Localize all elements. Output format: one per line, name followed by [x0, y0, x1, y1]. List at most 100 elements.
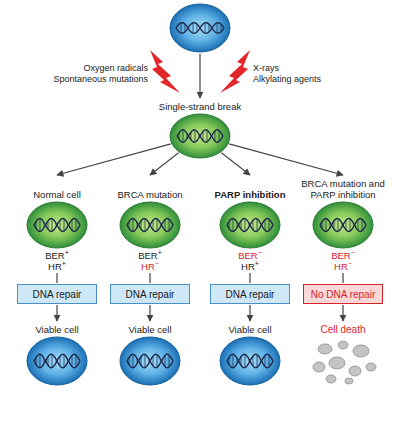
- dna-rungs: [322, 219, 366, 232]
- cell: Single-strand break: [145, 100, 255, 160]
- cell-fragment: [329, 357, 345, 369]
- cell-icon: [25, 200, 89, 250]
- repair-status: HR+: [241, 261, 259, 272]
- dna-rungs: [129, 354, 173, 367]
- dna-strand: [227, 219, 273, 232]
- connector: [57, 144, 171, 175]
- dna-strand: [227, 354, 273, 367]
- dna-strand: [34, 219, 80, 232]
- repair-status: HR−: [141, 261, 159, 272]
- status-sign: −: [155, 260, 159, 267]
- connector: [249, 305, 250, 321]
- connector: [249, 273, 250, 283]
- connector: [56, 305, 57, 321]
- repair-status: HR+: [48, 261, 66, 272]
- dna-rungs: [229, 354, 273, 367]
- cell-heading: Viable cell: [208, 322, 292, 335]
- dna-rungs: [179, 130, 223, 142]
- dna-strand: [320, 219, 366, 232]
- status-sign: +: [255, 260, 259, 267]
- cell-heading: Single-strand break: [145, 100, 255, 112]
- dna-strand: [127, 354, 173, 367]
- connector: [149, 273, 150, 283]
- box-label: DNA repair: [226, 289, 275, 300]
- cell-heading: PARP inhibition: [204, 176, 296, 200]
- cause-label: Alkylating agents: [253, 74, 371, 85]
- connector: [229, 144, 343, 175]
- cell-heading: Cell death: [301, 322, 385, 335]
- connector: [221, 153, 250, 175]
- dna-strand: [127, 219, 173, 232]
- status-sign: −: [348, 260, 352, 267]
- cause-label: X-rays: [253, 63, 371, 74]
- cell-icon: [118, 200, 182, 250]
- cell-body: [220, 337, 280, 385]
- dna-strand: [227, 354, 273, 367]
- cell-heading: BRCA mutation and PARP inhibition: [297, 176, 389, 200]
- dna-strand: [127, 219, 173, 232]
- box-label: No DNA repair: [311, 289, 375, 300]
- cell-fragment: [349, 366, 361, 376]
- repair-status: HR−: [334, 261, 352, 272]
- cell: BRCA mutationBER+HR−: [104, 176, 196, 272]
- process-box: DNA repair: [210, 284, 290, 304]
- cell-body: [170, 114, 230, 158]
- cell-body: [120, 202, 180, 248]
- cell-icon: [218, 200, 282, 250]
- dna-strand: [176, 23, 224, 34]
- connector: [342, 273, 343, 283]
- cell-fragment: [313, 362, 325, 372]
- cell-icon: [168, 112, 232, 160]
- cell-icon: [25, 335, 89, 387]
- lightning-bolt: [150, 50, 180, 93]
- cell-heading: Normal cell: [11, 176, 103, 200]
- box-label: DNA repair: [33, 289, 82, 300]
- process-box: DNA repair: [17, 284, 97, 304]
- connector: [149, 305, 150, 321]
- dna-strand: [34, 354, 80, 367]
- cell-fragment: [353, 345, 369, 357]
- lightning-bolt: [220, 50, 250, 93]
- cell-icon: [218, 335, 282, 387]
- cell-heading: Viable cell: [15, 322, 99, 335]
- cell-body: [27, 202, 87, 248]
- repair-status: BER+: [138, 250, 162, 261]
- cell-heading: BRCA mutation: [104, 176, 196, 200]
- dna-rungs: [36, 219, 80, 232]
- dna-rungs: [229, 219, 273, 232]
- dna-strand: [177, 130, 223, 142]
- cell: Normal cellBER+HR+: [11, 176, 103, 272]
- cell: Viable cell: [108, 322, 192, 387]
- cell-body: [170, 4, 230, 52]
- cell-fragment: [366, 363, 376, 371]
- status-sign: +: [158, 249, 162, 256]
- repair-status: BER+: [45, 250, 69, 261]
- status-sign: −: [258, 249, 262, 256]
- status-sign: +: [62, 260, 66, 267]
- dna-strand: [34, 354, 80, 367]
- dna-strand: [320, 219, 366, 232]
- cell: BRCA mutation and PARP inhibitionBER−HR−: [297, 176, 389, 272]
- cell-fragment: [345, 378, 353, 384]
- dna-strand: [34, 219, 80, 232]
- failure-box: No DNA repair: [303, 284, 383, 304]
- cell-body: [313, 202, 373, 248]
- dna-rungs: [36, 354, 80, 367]
- arrow: [199, 54, 200, 98]
- dead-cell-group: Cell death: [301, 322, 385, 387]
- box-label: DNA repair: [126, 289, 175, 300]
- cell-fragment: [326, 375, 336, 383]
- cause-label: Spontaneous mutations: [30, 74, 148, 85]
- cell-heading: Viable cell: [108, 322, 192, 335]
- status-sign: −: [351, 249, 355, 256]
- dna-strand: [176, 23, 224, 34]
- connector: [342, 305, 343, 321]
- cell-fragment: [318, 344, 332, 354]
- cell-body: [220, 202, 280, 248]
- cell-body: [27, 337, 87, 385]
- cell-fragments: [303, 335, 383, 387]
- connector: [56, 273, 57, 283]
- repair-status: BER−: [331, 250, 355, 261]
